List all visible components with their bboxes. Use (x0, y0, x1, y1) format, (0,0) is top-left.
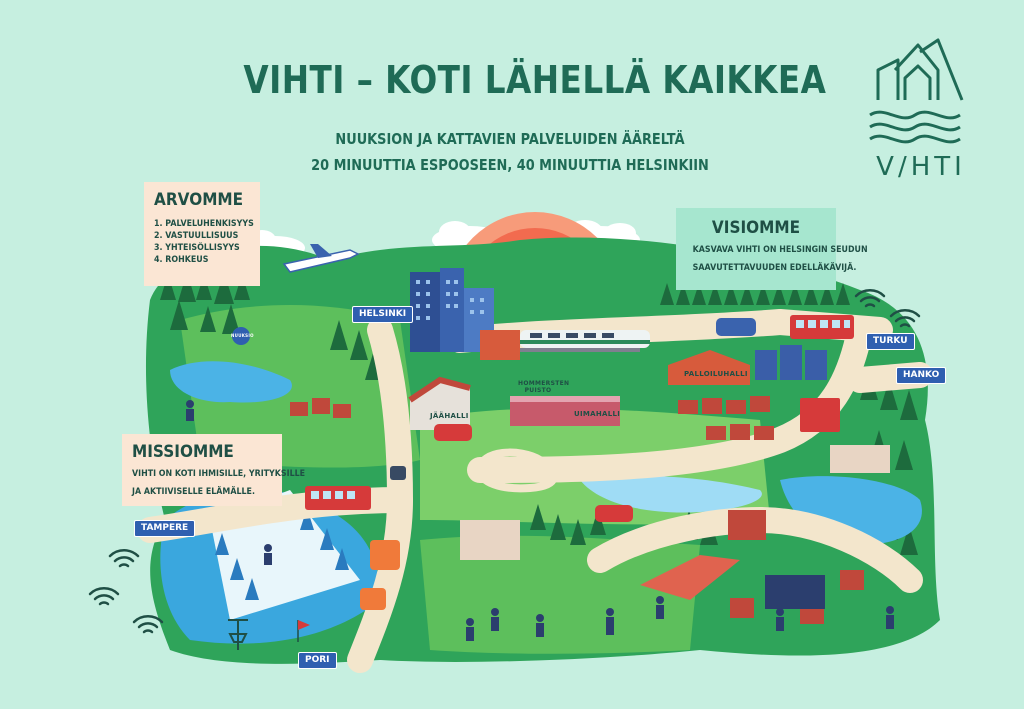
lake (580, 475, 762, 513)
sign-tampere: TAMPERE (134, 520, 196, 537)
values-item: 4. ROHKEUS (154, 255, 209, 265)
bus-icon (305, 486, 371, 510)
mission-title: MISSIOMME (132, 442, 234, 462)
label-nuuksio: NUUKSIO (231, 333, 254, 338)
train-icon (520, 330, 650, 348)
values-panel: ARVOMME 1. PALVELUHENKISYYS 2. VASTUULLI… (144, 182, 260, 286)
mission-panel: MISSIOMME VIHTI ON KOTI IHMISILLE, YRITY… (122, 434, 306, 506)
values-title: ARVOMME (154, 190, 244, 210)
ball-hall-building (668, 350, 750, 385)
sign-hanko: HANKO (896, 367, 947, 384)
label-ice-hall: JÄÄHALLI (430, 412, 469, 420)
page-title: VIHTI – KOTI LÄHELLÄ KAIKKEA (243, 58, 827, 102)
nuuksio-sign-icon (232, 327, 250, 345)
truck-icon (800, 398, 840, 432)
sign-pori: PORI (298, 652, 337, 669)
sports-field (640, 555, 740, 600)
label-swimming-hall: UIMAHALLI (574, 410, 621, 418)
running-track (475, 448, 558, 493)
apartment-towers (410, 268, 520, 360)
subtitle-line-1: NUUKSION JA KATTAVIEN PALVELUIDEN ÄÄRELT… (335, 130, 685, 148)
label-ball-hall: PALLOILUHALLI (684, 370, 748, 378)
disc-golf-icon (228, 619, 248, 650)
vihti-house-wave-logo-icon (869, 38, 964, 144)
label-park: HOMMERSTEN PUISTO (518, 380, 570, 394)
vision-text-line-1: KASVAVA VIHTI ON HELSINGIN SEUDUN (692, 245, 868, 255)
bus-icon (790, 315, 854, 339)
lake (170, 361, 292, 403)
sign-helsinki: HELSINKI (352, 306, 414, 323)
mission-text-line-1: VIHTI ON KOTI IHMISILLE, YRITYKSILLE (132, 469, 306, 479)
sign-turku: TURKU (866, 333, 915, 350)
vision-title: VISIOMME (711, 218, 801, 238)
vision-panel: VISIOMME KASVAVA VIHTI ON HELSINGIN SEUD… (676, 208, 868, 290)
ice-hall-building (408, 376, 471, 430)
airplane-icon (282, 244, 360, 273)
people (186, 400, 894, 641)
subtitle-line-2: 20 MINUUTTIA ESPOOSEEN, 40 MINUUTTIA HEL… (311, 156, 709, 174)
values-list: 1. PALVELUHENKISYYS 2. VASTUULLISUUS 3. … (154, 218, 254, 266)
values-item: 2. VASTUULLISUUS (154, 231, 239, 241)
vihti-wordmark: V/HTI (876, 152, 966, 182)
car-icon (360, 318, 756, 610)
vision-text-line-2: SAAVUTETTAVUUDEN EDELLÄKÄVIJÄ. (692, 263, 857, 273)
houses (290, 345, 890, 624)
mission-text-line-2: JA AKTIIVISELLE ELÄMÄLLE. (132, 487, 255, 497)
values-item: 3. YHTEISÖLLISYYS (154, 243, 240, 253)
swimming-hall-building (510, 396, 620, 426)
flag-icon (297, 620, 310, 642)
values-item: 1. PALVELUHENKISYYS (154, 219, 254, 229)
wifi-icon (88, 289, 921, 634)
